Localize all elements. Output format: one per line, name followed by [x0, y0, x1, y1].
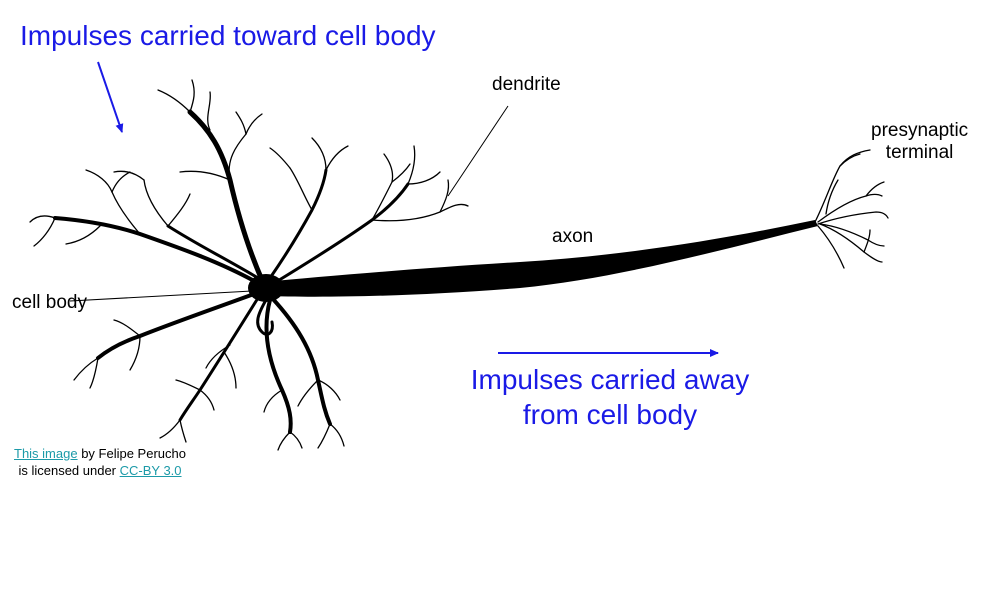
- presynaptic-label-line2: terminal: [885, 141, 954, 163]
- dendrite-leader-line: [447, 105, 509, 197]
- toward-arrow: [97, 61, 124, 133]
- credit-line1: This image by Felipe Perucho: [14, 446, 186, 463]
- this-image-link[interactable]: This image: [14, 446, 78, 461]
- cell-body-leader-line: [69, 290, 253, 302]
- annotation-away-line2: from cell body: [522, 399, 698, 430]
- credit-line2: is licensed under CC-BY 3.0: [14, 463, 186, 480]
- license-link[interactable]: CC-BY 3.0: [119, 462, 182, 478]
- axon-shape: [262, 220, 818, 297]
- image-credit: This image by Felipe Perucho is licensed…: [14, 446, 186, 480]
- presynaptic-terminal-label: presynaptic terminal: [871, 120, 968, 164]
- annotation-away-line1: Impulses carried away: [470, 364, 750, 395]
- cell-body-shape: [248, 274, 284, 302]
- dendrite-branches: [29, 79, 469, 451]
- primary-dendrites: [53, 109, 410, 434]
- credit-author: by Felipe Perucho: [77, 446, 186, 461]
- dendrite-label: dendrite: [492, 74, 561, 95]
- credit-license-text: is licensed under: [18, 462, 120, 478]
- annotation-toward-cell-body: Impulses carried toward cell body: [20, 20, 436, 51]
- presynaptic-label-line1: presynaptic: [871, 120, 969, 141]
- annotation-away-from-cell-body: Impulses carried away from cell body: [462, 362, 758, 432]
- cell-body-label: cell body: [12, 292, 87, 313]
- presynaptic-terminal-branches: [814, 149, 889, 269]
- axon-label: axon: [552, 226, 594, 247]
